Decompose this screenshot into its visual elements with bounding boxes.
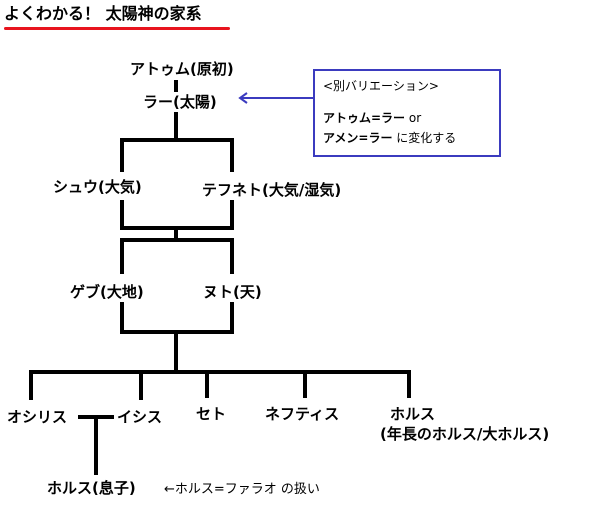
- node-horus-elder: ホルス: [390, 405, 436, 423]
- note-line-2-tail: に変化する: [396, 131, 457, 145]
- note-heading: <別バリエーション>: [323, 79, 439, 93]
- node-atum: アトゥム(原初): [130, 60, 234, 78]
- node-nephthys: ネフティス: [265, 405, 340, 423]
- page-title: よくわかる！ 太陽神の家系: [4, 4, 202, 23]
- note-line-2: アメン=ラー に変化する: [323, 129, 456, 146]
- node-shu: シュウ(大気): [53, 178, 142, 196]
- node-ra: ラー(太陽): [143, 93, 217, 111]
- note-line-1: アトゥム=ラー or: [323, 109, 421, 126]
- note-line-1-name: アトゥム=ラー: [323, 111, 406, 125]
- node-osiris: オシリス: [7, 408, 68, 426]
- note-line-2-name: アメン=ラー: [323, 131, 393, 145]
- pharaoh-annotation: ←ホルス=ファラオ の扱い: [164, 482, 320, 497]
- node-isis: イシス: [117, 408, 163, 426]
- node-nut: ヌト(天): [203, 283, 262, 301]
- note-arrow: [238, 92, 313, 104]
- variation-note-box: <別バリエーション> アトゥム=ラー or アメン=ラー に変化する: [313, 69, 501, 157]
- node-horus-son: ホルス(息子): [47, 479, 136, 497]
- node-set: セト: [196, 405, 227, 423]
- node-geb: ゲブ(大地): [70, 283, 144, 301]
- node-tefnut: テフネト(大気/湿気): [202, 181, 342, 199]
- node-horus-elder-subtitle: (年長のホルス/大ホルス): [380, 425, 550, 443]
- note-line-1-tail: or: [408, 111, 422, 125]
- title-underline: [4, 27, 230, 30]
